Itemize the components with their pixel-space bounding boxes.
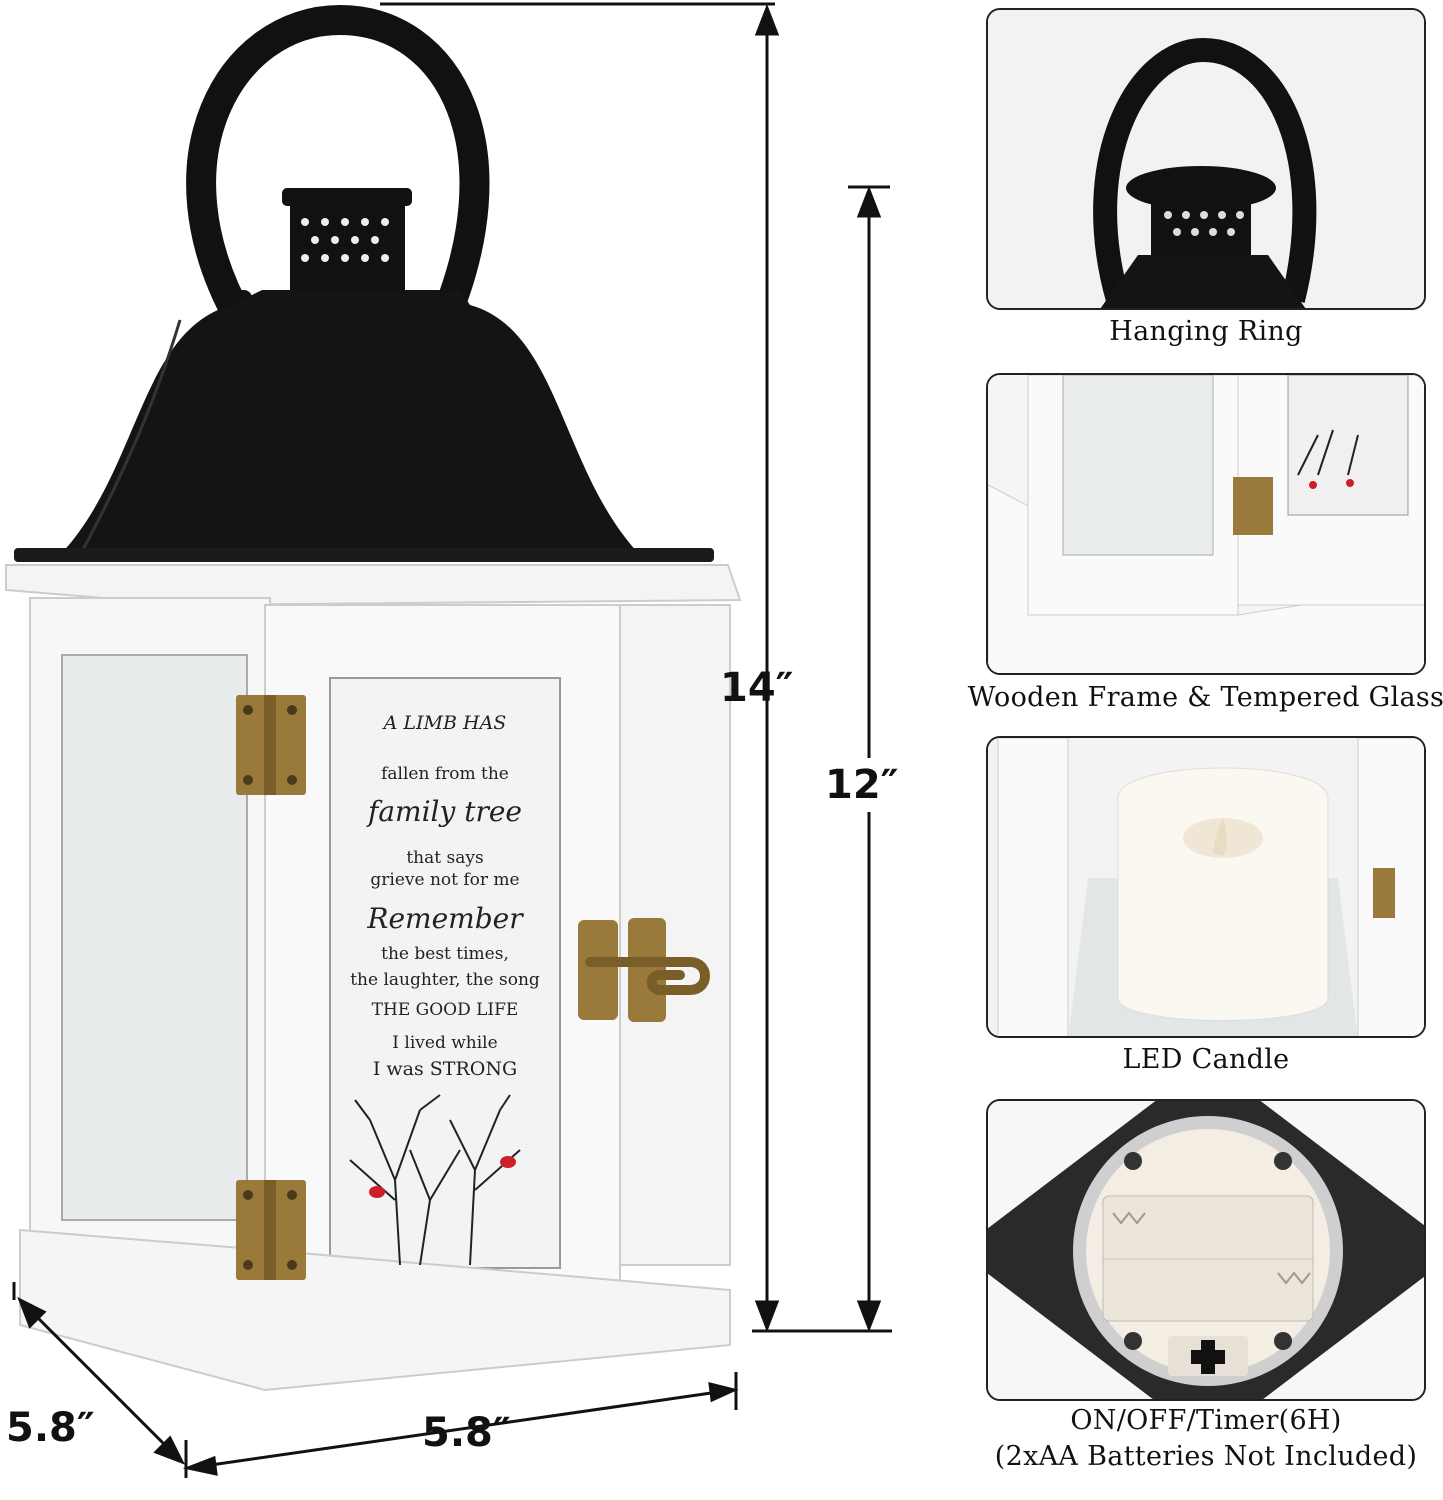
panel-hanging-ring bbox=[986, 8, 1426, 310]
chimney-holes bbox=[301, 218, 389, 262]
frame-top bbox=[5, 564, 742, 607]
wooden-frame-image bbox=[988, 375, 1424, 673]
caption-battery-line-2: (2xAA Batteries Not Included) bbox=[994, 1441, 1418, 1472]
battery-compartment-image bbox=[988, 1101, 1424, 1399]
led-candle-image bbox=[988, 738, 1424, 1036]
poem-line-7: the best times, bbox=[381, 944, 509, 964]
door-latch bbox=[578, 918, 710, 1022]
roof-rim bbox=[14, 548, 714, 562]
poem-line-4: that says bbox=[406, 848, 484, 868]
poem-line-10: I lived while bbox=[392, 1033, 498, 1053]
left-glass bbox=[61, 654, 248, 1221]
poem-line-11: I was STRONG bbox=[372, 1058, 518, 1080]
lantern-roof bbox=[60, 290, 640, 555]
panel-battery bbox=[986, 1099, 1426, 1401]
cardinal-left bbox=[369, 1186, 385, 1198]
caption-battery-line-1: ON/OFF/Timer(6H) bbox=[1070, 1405, 1342, 1436]
poem-line-5: grieve not for me bbox=[370, 870, 520, 890]
caption-hanging-ring: Hanging Ring bbox=[1109, 316, 1303, 347]
panel-led-candle bbox=[986, 736, 1426, 1038]
hanging-ring-image bbox=[988, 10, 1424, 308]
lantern-handle bbox=[186, 4, 490, 345]
tree-silhouette bbox=[349, 1094, 521, 1266]
poem-line-6: Remember bbox=[367, 902, 523, 935]
caption-wooden-frame: Wooden Frame & Tempered Glass bbox=[967, 682, 1443, 713]
poem-line-3: family tree bbox=[367, 795, 522, 828]
label-height-body: 12″ bbox=[825, 758, 899, 812]
dimension-width bbox=[182, 1372, 739, 1478]
hinge-top bbox=[236, 695, 306, 795]
chimney bbox=[290, 200, 405, 295]
hinge-bottom bbox=[236, 1180, 306, 1280]
poem-line-8: the laughter, the song bbox=[350, 970, 540, 990]
label-depth: 5.8″ bbox=[6, 1405, 95, 1451]
dimension-depth bbox=[12, 1282, 186, 1465]
label-height-total: 14″ bbox=[720, 665, 794, 711]
cardinal-right bbox=[500, 1156, 516, 1168]
door-glass bbox=[329, 677, 561, 1269]
poem-line-1: A LIMB HAS bbox=[383, 712, 507, 734]
panel-wooden-frame bbox=[986, 373, 1426, 675]
dimension-height-total bbox=[380, 2, 780, 1333]
label-width: 5.8″ bbox=[422, 1410, 511, 1456]
caption-led-candle: LED Candle bbox=[1122, 1044, 1290, 1075]
poem-line-2: fallen from the bbox=[381, 764, 509, 784]
poem-line-9: THE GOOD LIFE bbox=[371, 1000, 519, 1020]
